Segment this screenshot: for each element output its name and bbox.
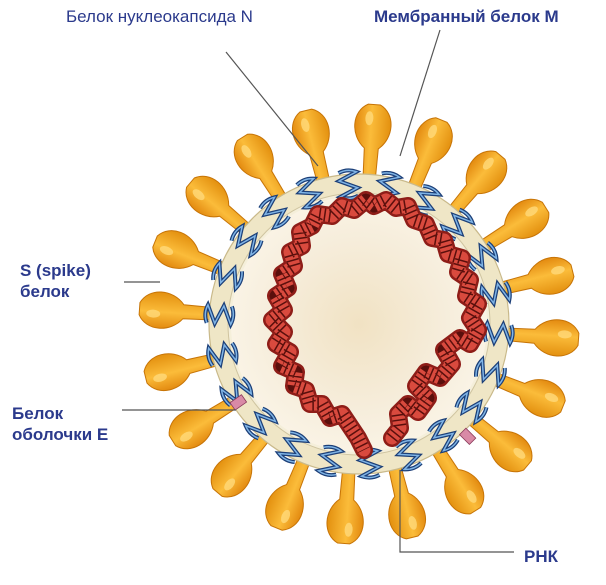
label-envelope-line2: оболочки E [12, 424, 108, 445]
label-spike-line1: S (spike) [20, 260, 91, 281]
label-spike-protein: S (spike) белок [20, 260, 91, 302]
label-membrane-protein: Мембранный белок M [374, 6, 559, 27]
label-rna: РНК [524, 546, 558, 567]
label-spike-line2: белок [20, 281, 91, 302]
label-nucleocapsid-protein: Белок нуклеокапсида N [66, 6, 253, 27]
label-envelope-line1: Белок [12, 403, 108, 424]
label-envelope-protein: Белок оболочки E [12, 403, 108, 445]
